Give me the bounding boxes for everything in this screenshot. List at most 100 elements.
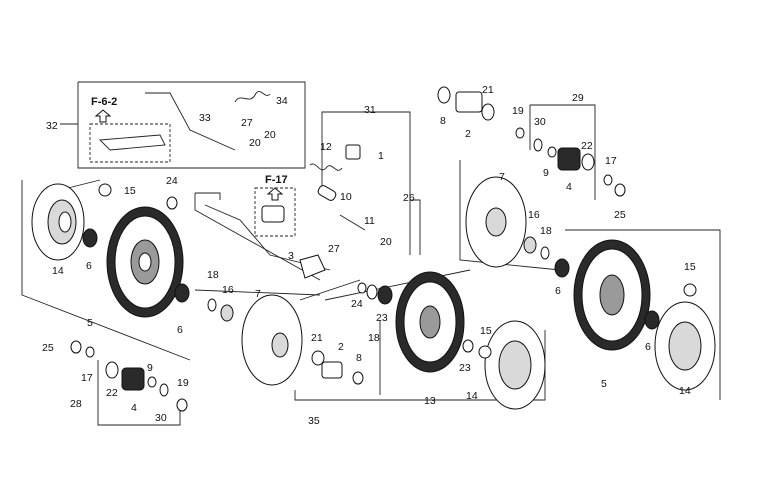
spring-34: [234, 91, 271, 103]
callout-11: 11: [364, 215, 375, 227]
callout-14-left: 14: [52, 265, 64, 277]
callout-7-left: 7: [255, 288, 261, 300]
callout-22-bottom: 22: [106, 387, 118, 399]
washer-18-center: [366, 284, 378, 300]
callout-25-right: 25: [614, 209, 626, 221]
spring-12: [309, 163, 343, 171]
washer-17-left: [85, 346, 95, 358]
ring-25-top: [614, 183, 626, 197]
pin-9-left: [147, 376, 157, 388]
nut-15-left: [98, 183, 112, 197]
callout-12: 12: [320, 141, 332, 153]
gear-6-left-b: [174, 283, 190, 303]
bushing-2-left: [321, 361, 343, 379]
grip-10: [317, 185, 337, 201]
ring-30-top: [533, 138, 543, 152]
gear-6-right-b: [644, 310, 660, 330]
callout-20-a: 20: [249, 137, 261, 149]
nut-15-right: [683, 283, 697, 297]
gear-23-center: [377, 285, 393, 305]
bushing-2-top: [455, 91, 483, 113]
callout-19-bottom: 19: [177, 377, 189, 389]
callout-34: 34: [276, 95, 288, 107]
gear-6-right-a: [554, 258, 570, 278]
arm-3: [299, 254, 326, 279]
callout-21-bottom: 21: [311, 332, 323, 344]
bearing-16-left: [220, 304, 234, 322]
washer-19-top: [515, 127, 525, 139]
callout-35: 35: [308, 415, 320, 427]
bearing-21-left: [311, 350, 325, 366]
callout-5-right: 5: [601, 378, 607, 390]
callout-14-right: 14: [679, 385, 691, 397]
callout-33: 33: [199, 112, 211, 124]
ring-30-left: [159, 383, 169, 397]
lever-33: [145, 92, 236, 151]
callout-29: 29: [572, 92, 584, 104]
callout-5-left: 5: [87, 317, 93, 329]
callout-15-right: 15: [684, 261, 696, 273]
callout-15-left: 15: [124, 185, 136, 197]
callout-24-left: 24: [166, 175, 178, 187]
reference-labels: F-6-2 F-17: [91, 96, 288, 201]
nut-15-center: [478, 345, 492, 359]
washer-18-left: [207, 298, 217, 312]
pulley-7-left: [241, 294, 303, 386]
callout-18-center: 18: [368, 332, 380, 344]
callout-17-left: 17: [81, 372, 93, 384]
callout-20-c: 20: [380, 236, 392, 248]
bearing-16-right: [523, 236, 537, 254]
arrow-up-icon-f62: [94, 109, 112, 123]
hubcap-left: [31, 183, 85, 261]
callout-8-bottom: 8: [356, 352, 362, 364]
callout-6-right-b: 6: [645, 341, 651, 353]
callout-4-bottom: 4: [131, 402, 137, 414]
callout-27-top: 27: [241, 117, 253, 129]
clip-1: [345, 144, 361, 160]
callout-17-right: 17: [605, 155, 617, 167]
rod-3: [204, 204, 331, 271]
callout-18-left: 18: [207, 269, 219, 281]
callout-23-center: 23: [376, 312, 388, 324]
hubcap-right-inner: [668, 321, 702, 371]
callout-28: 28: [70, 398, 82, 410]
cap-24-left: [166, 196, 178, 210]
callout-14-center: 14: [466, 390, 478, 402]
callout-6-left-a: 6: [86, 260, 92, 272]
callout-18-right: 18: [540, 225, 552, 237]
pulley-7-right-hub: [485, 207, 507, 237]
ring-25-left: [70, 340, 82, 354]
washer-19-left: [176, 398, 188, 412]
callout-9-top: 9: [543, 167, 549, 179]
hubcap-center-inner: [498, 340, 532, 390]
callout-3: 3: [288, 250, 294, 262]
callout-4-top: 4: [566, 181, 572, 193]
ref-f-17: F-17: [265, 174, 288, 186]
bracket-f17: [261, 205, 285, 223]
wheel-left: [106, 206, 184, 318]
callout-20-b: 20: [264, 129, 276, 141]
callout-30-bottom: 30: [155, 412, 167, 424]
callout-9-bottom: 9: [147, 362, 153, 374]
callout-7-right: 7: [499, 171, 505, 183]
washer-18-right: [540, 246, 550, 260]
cap-24-center: [357, 282, 367, 294]
washer-17-top: [603, 174, 613, 186]
callout-8-top: 8: [440, 115, 446, 127]
pinion-4-left: [121, 367, 145, 391]
callout-16-right: 16: [528, 209, 540, 221]
wheel-right: [573, 239, 651, 351]
callout-2-top: 2: [465, 128, 471, 140]
bushing-22-left: [105, 361, 119, 379]
bushing-22-top: [581, 153, 595, 171]
callout-22-top: 22: [581, 140, 593, 152]
pin-9-top: [547, 146, 557, 158]
gear-6-left-a: [82, 228, 98, 248]
washer-23-center: [462, 339, 474, 353]
arrow-up-icon-f17: [266, 187, 284, 201]
callout-13: 13: [424, 395, 436, 407]
washer-8-top: [437, 86, 451, 104]
cable-11: [339, 214, 366, 231]
callout-27-center: 27: [328, 243, 340, 255]
callout-26: 26: [403, 192, 415, 204]
